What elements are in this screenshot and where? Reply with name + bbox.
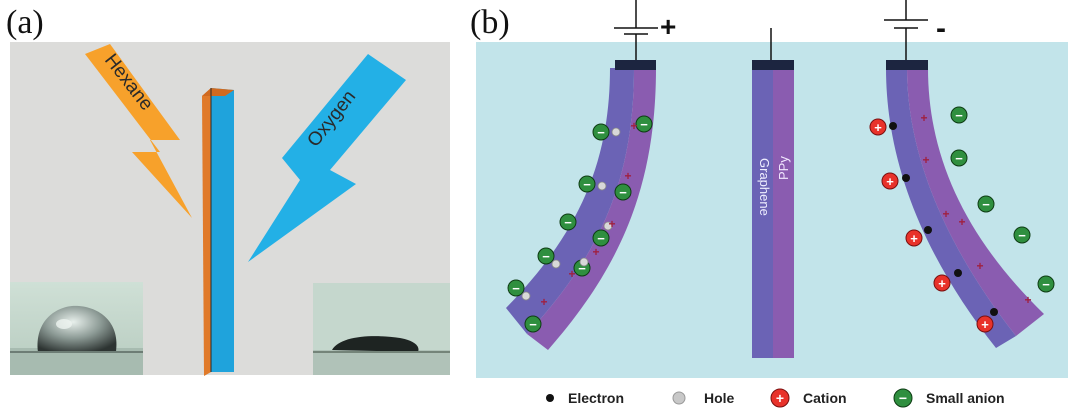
right-battery: - — [884, 0, 946, 62]
ppy-positive-charge: + — [630, 119, 637, 133]
small-anion — [507, 279, 525, 297]
legend: Electron Hole + Cation − Small anion — [546, 388, 1005, 408]
ppy-positive-charge: + — [568, 267, 575, 281]
ppy-positive-charge: + — [540, 295, 547, 309]
ppy-positive-charge: + — [958, 215, 965, 229]
ppy-positive-charge: + — [624, 169, 631, 183]
hole-legend-icon — [672, 391, 686, 405]
anion-legend-symbol: − — [899, 390, 907, 406]
small-anion-symbol: − — [542, 249, 550, 264]
cation-symbol: + — [886, 174, 894, 189]
cation — [869, 118, 887, 136]
small-anion-symbol: − — [619, 185, 627, 200]
legend-hole-label: Hole — [704, 390, 735, 406]
electron — [889, 122, 897, 130]
small-anion-symbol: − — [982, 197, 990, 212]
panel-a: Hexane Oxygen — [10, 42, 450, 376]
ppy-positive-charge: + — [942, 207, 949, 221]
small-anion — [1037, 275, 1055, 293]
hole — [551, 259, 561, 269]
panel-a-label: (a) — [6, 4, 44, 41]
electron-legend-icon — [546, 394, 554, 402]
small-anion — [524, 315, 542, 333]
cation-symbol: + — [910, 231, 918, 246]
hexane-bolt — [85, 44, 192, 218]
legend-electron-label: Electron — [568, 390, 624, 406]
graphene-label: Graphene — [757, 158, 772, 216]
small-anion — [592, 123, 610, 141]
ppy-label: PPy — [776, 156, 791, 180]
electron — [990, 308, 998, 316]
cation-legend-symbol: + — [776, 390, 784, 406]
cation-legend-icon — [770, 388, 790, 408]
ppy-positive-charge: + — [976, 259, 983, 273]
oxygen-bolt — [248, 54, 406, 262]
small-anion-symbol: − — [640, 117, 648, 132]
positive-sign: + — [660, 11, 676, 42]
panel-b-label: (b) — [470, 4, 510, 41]
hole — [597, 181, 607, 191]
film-strip — [202, 88, 234, 376]
center-electrode: Graphene PPy — [752, 28, 794, 358]
electron — [902, 174, 910, 182]
hole — [603, 221, 613, 231]
small-anion — [635, 115, 653, 133]
small-anion — [578, 175, 596, 193]
cation-symbol: + — [874, 120, 882, 135]
negative-sign: - — [936, 12, 946, 45]
panel-b: + Graphene PPy - — [476, 0, 1068, 378]
small-anion-symbol: − — [1042, 277, 1050, 292]
ppy-positive-charge: + — [922, 153, 929, 167]
cation — [881, 172, 899, 190]
small-anion-symbol: − — [512, 281, 520, 296]
small-anion-symbol: − — [955, 108, 963, 123]
small-anion-symbol: − — [564, 215, 572, 230]
electron — [954, 269, 962, 277]
small-anion-symbol: − — [955, 151, 963, 166]
cation — [905, 229, 923, 247]
legend-anion-label: Small anion — [926, 390, 1005, 406]
small-anion-symbol: − — [597, 231, 605, 246]
left-battery: + — [614, 0, 676, 62]
hole — [521, 291, 531, 301]
ppy-positive-charge: + — [608, 217, 615, 231]
left-inset-droplet — [10, 282, 143, 375]
hole — [579, 257, 589, 267]
electron — [924, 226, 932, 234]
charge-particles: −−−−−−−−−−+++++++++++−−−−−++++++ — [507, 106, 1055, 333]
hole — [611, 127, 621, 137]
small-anion — [537, 247, 555, 265]
small-anion — [977, 195, 995, 213]
small-anion-symbol: − — [529, 317, 537, 332]
small-anion — [1013, 226, 1031, 244]
cation — [933, 274, 951, 292]
cation-symbol: + — [938, 276, 946, 291]
right-inset-droplet — [313, 283, 450, 375]
cation-symbol: + — [981, 317, 989, 332]
small-anion-symbol: − — [597, 125, 605, 140]
small-anion — [950, 149, 968, 167]
small-anion — [559, 213, 577, 231]
small-anion-symbol: − — [578, 261, 586, 276]
small-anion — [614, 183, 632, 201]
small-anion-symbol: − — [1018, 228, 1026, 243]
small-anion — [592, 229, 610, 247]
small-anion — [950, 106, 968, 124]
legend-cation-label: Cation — [803, 390, 847, 406]
anion-legend-icon — [893, 388, 913, 408]
cation — [976, 315, 994, 333]
ppy-positive-charge: + — [592, 245, 599, 259]
right-electrode — [886, 60, 1044, 348]
ppy-positive-charge: + — [1024, 293, 1031, 307]
ppy-positive-charge: + — [920, 111, 927, 125]
small-anion-symbol: − — [583, 177, 591, 192]
